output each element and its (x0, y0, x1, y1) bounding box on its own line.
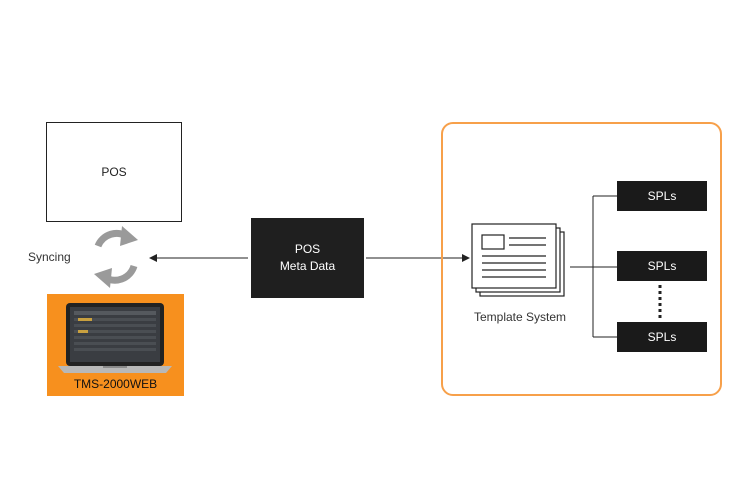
spl-label: SPLs (647, 330, 677, 344)
template-system-frame (441, 122, 722, 396)
spl-box-3: SPLs (617, 322, 707, 352)
pos-box: POS (46, 122, 182, 222)
document-stack-icon (471, 223, 565, 297)
laptop-icon (58, 303, 172, 373)
pos-label: POS (101, 165, 127, 179)
syncing-label: Syncing (28, 250, 71, 264)
spl-label: SPLs (647, 259, 677, 273)
pos-meta-data-box: POS Meta Data (251, 218, 364, 298)
spl-bracket (570, 195, 617, 338)
spl-box-1: SPLs (617, 181, 707, 211)
spl-box-2: SPLs (617, 251, 707, 281)
tms-label: TMS-2000WEB (73, 377, 158, 391)
sync-icon (94, 226, 138, 288)
template-system-label: Template System (473, 310, 567, 324)
spl-label: SPLs (647, 189, 677, 203)
meta-line-1: POS (294, 242, 321, 256)
meta-line-2: Meta Data (279, 259, 336, 273)
